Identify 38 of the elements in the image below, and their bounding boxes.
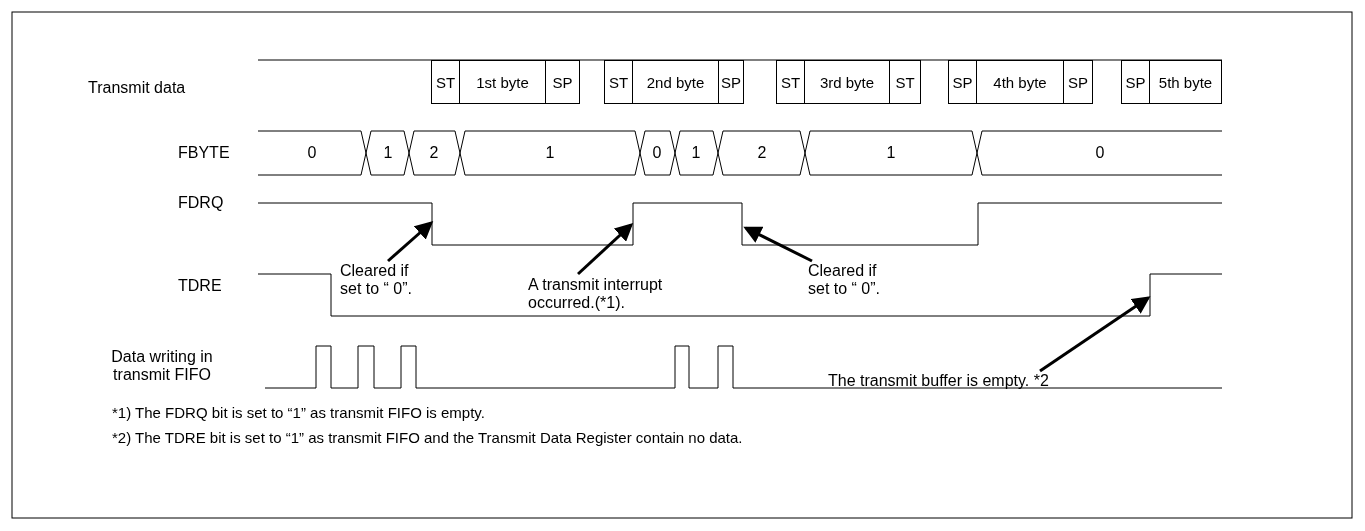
bus-value: 0 (1094, 144, 1106, 162)
frame-field: ST (431, 60, 460, 104)
signal-name: Data writing in transmit FIFO (110, 348, 214, 384)
signal-name: FDRQ (178, 194, 224, 212)
frame-field: 5th byte (1149, 60, 1222, 104)
annotation-text: Cleared if set to “ 0”. (340, 262, 420, 298)
leader-arrow (387, 221, 434, 263)
frame-field: SP (1121, 60, 1150, 104)
frame-field: 3rd byte (804, 60, 890, 104)
bus-value: 2 (428, 144, 440, 162)
annotation-text: A transmit interrupt occurred.(*1). (528, 276, 728, 312)
frame-field: SP (545, 60, 580, 104)
frame-field: ST (776, 60, 805, 104)
annotation-text: Cleared if set to “ 0”. (808, 262, 888, 298)
leader-arrow (743, 226, 813, 263)
frame-field: ST (604, 60, 633, 104)
bus-value: 0 (306, 144, 318, 162)
bus-value: 1 (382, 144, 394, 162)
signal-name: TDRE (178, 277, 222, 295)
leader-arrow (1039, 296, 1151, 373)
frame-field: SP (1063, 60, 1093, 104)
frame-field: ST (889, 60, 921, 104)
frame-field: SP (948, 60, 977, 104)
leader-arrow (577, 222, 634, 276)
bus-value: 2 (756, 144, 768, 162)
frame-field: 2nd byte (632, 60, 719, 104)
annotation-text: The transmit buffer is empty. *2 (828, 372, 1158, 390)
footnote: *2) The TDRE bit is set to “1” as transmit FIFO and the Transmit Data Register contain no data. (112, 429, 743, 447)
frame-field: 4th byte (976, 60, 1064, 104)
footnote: *1) The FDRQ bit is set to “1” as transmit FIFO is empty. (112, 404, 485, 422)
frame-field: 1st byte (459, 60, 546, 104)
signal-name: Transmit data (88, 79, 186, 97)
bus-value: 1 (885, 144, 897, 162)
bus-value: 1 (544, 144, 556, 162)
frame-field: SP (718, 60, 744, 104)
signal-name: FBYTE (178, 144, 230, 162)
bus-value: 0 (651, 144, 663, 162)
bus-value: 1 (690, 144, 702, 162)
